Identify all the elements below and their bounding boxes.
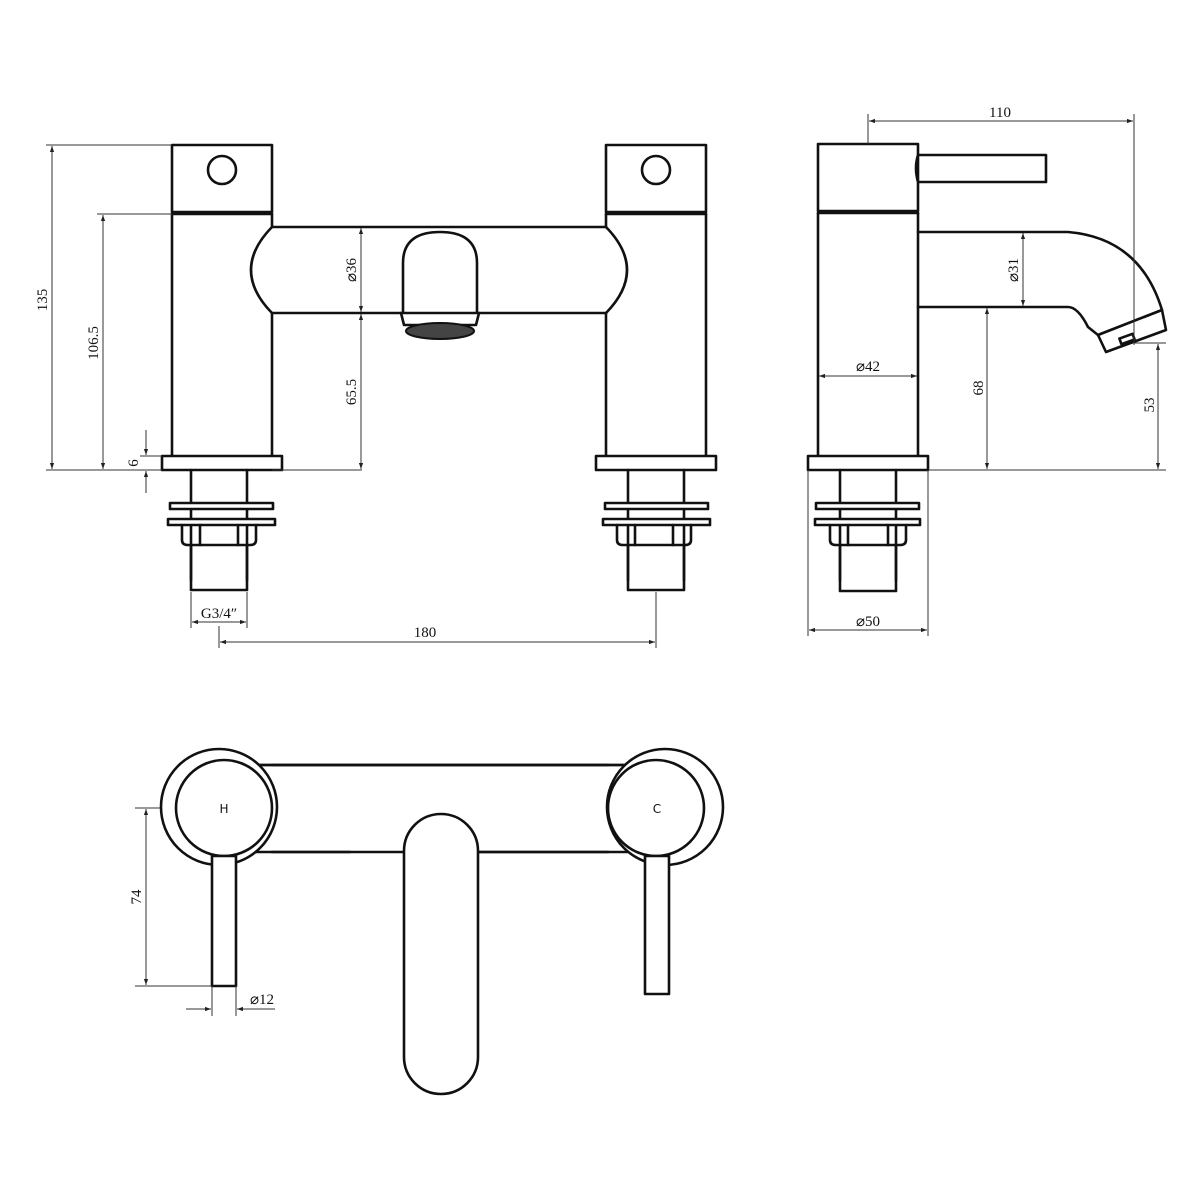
side-dimensions: 110 ⌀31 ⌀42 68 53 ⌀50: [807, 105, 1166, 636]
hot-label: H: [219, 802, 228, 816]
cold-label: C: [653, 802, 661, 816]
dim-lever-length: 74: [129, 889, 145, 905]
dim-lever-diameter: ⌀12: [250, 992, 274, 1008]
dim-base-diameter: ⌀50: [856, 614, 880, 630]
side-spout: [916, 230, 1168, 354]
dim-body-height: 106.5: [86, 326, 102, 360]
cold-lever: [643, 854, 671, 996]
side-base: [806, 454, 930, 593]
hot-lever: [210, 854, 238, 988]
left-pillar: [160, 143, 284, 592]
dim-spout-diameter: ⌀36: [344, 257, 360, 282]
dim-body-diameter: ⌀42: [856, 359, 880, 375]
dim-total-height: 135: [35, 289, 51, 312]
dim-outlet-height: 53: [1142, 398, 1158, 413]
front-spout: [399, 230, 481, 340]
dim-tap-centres: 180: [414, 625, 437, 641]
right-pillar: [594, 143, 718, 592]
dim-spout-height: 65.5: [344, 379, 360, 405]
side-elevation-view: 110 ⌀31 ⌀42 68 53 ⌀50: [806, 105, 1168, 636]
bridge-body: [249, 225, 629, 315]
side-body: [816, 142, 1048, 458]
aerator-mesh-icon: [405, 322, 475, 340]
dim-side-spout-diameter: ⌀31: [1006, 258, 1022, 282]
dim-projection: 110: [989, 105, 1011, 121]
front-dimensions: 135 106.5 6 ⌀36 65.5 G3/4″: [35, 144, 657, 648]
plan-spout: [402, 812, 480, 1096]
plan-dimensions: 74 ⌀12: [129, 807, 275, 1016]
hot-handle: H: [159, 747, 630, 988]
handle-hole-icon: [206, 154, 238, 186]
dim-thread-size: G3/4″: [201, 606, 237, 622]
plan-view: H C 74 ⌀12: [129, 747, 725, 1096]
cold-handle: C: [605, 747, 725, 996]
front-elevation-view: 135 106.5 6 ⌀36 65.5 G3/4″: [35, 143, 718, 648]
handle-hole-icon: [640, 154, 672, 186]
dim-base-thickness: 6: [126, 459, 142, 467]
dim-spout-underside-height: 68: [971, 381, 987, 396]
